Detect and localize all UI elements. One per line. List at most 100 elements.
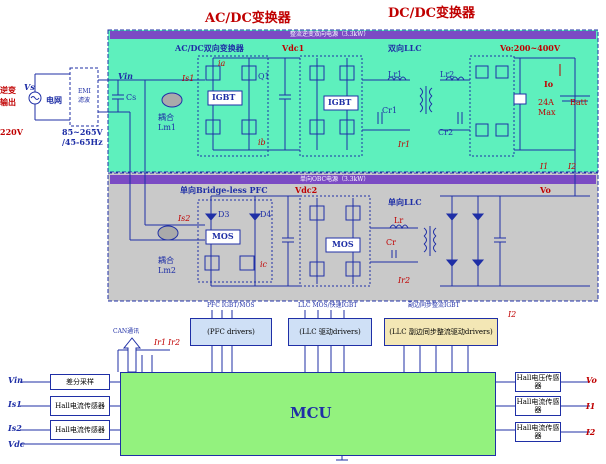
acdc-bidirectional-label: AC/DC双向变换器 bbox=[175, 43, 244, 53]
hall-voltage-box: Hall电压传感器 bbox=[515, 372, 561, 392]
mos-label-box-2 bbox=[325, 237, 361, 253]
inverter-output-label: 逆变 bbox=[0, 85, 16, 95]
batt-label: Batt bbox=[570, 98, 588, 107]
mcu-label: MCU bbox=[290, 404, 332, 422]
i1-label: I1 bbox=[540, 162, 549, 171]
mos-label-box-1 bbox=[205, 229, 241, 245]
hall-current-label-3: Hall电流传感器 bbox=[516, 398, 560, 414]
hall-current-label-4: Hall电流传感器 bbox=[516, 424, 560, 440]
left-is1-label: Is1 bbox=[8, 399, 22, 409]
diff-sampling-label: 差分采样 bbox=[66, 378, 94, 386]
d4-label: D4 bbox=[260, 210, 272, 219]
cr1-label: Cr1 bbox=[382, 106, 398, 115]
dcdc-converter-title: DC/DC变换器 bbox=[388, 6, 475, 21]
lm1-label: Lm1 bbox=[158, 123, 176, 132]
coupling-inductor-lm1 bbox=[161, 92, 183, 108]
vs-label: Vs bbox=[24, 82, 35, 92]
output-bridge-top bbox=[469, 55, 590, 157]
sync-drivers-label: (LLC 副边同步整流驱动drivers) bbox=[389, 328, 493, 336]
driver-i2-label: I2 bbox=[508, 310, 517, 319]
mos-label-2: MOS bbox=[332, 239, 354, 249]
top-banner-text: 整流逆变双向电源（3.3kW） bbox=[290, 31, 370, 38]
hall-current-box-4: Hall电流传感器 bbox=[515, 422, 561, 442]
right-i1-label: I1 bbox=[586, 401, 596, 411]
hall-current-label-1: Hall电流传感器 bbox=[55, 402, 105, 410]
hall-current-box-3: Hall电流传感器 bbox=[515, 396, 561, 416]
bottom-banner-text: 单向OBC电源（3.3kW） bbox=[300, 176, 370, 183]
pfc-drive-label: PFC IGBT/MOS bbox=[207, 302, 255, 309]
vdc1-label: Vdc1 bbox=[282, 43, 305, 53]
io-label: Io bbox=[544, 79, 554, 89]
bridgeless-pfc-label: 单向Bridge-less PFC bbox=[180, 185, 268, 195]
pfc-drivers-label: (PFC drivers) bbox=[207, 328, 255, 336]
igbt-label-2: IGBT bbox=[328, 97, 352, 107]
q1-label: Q1 bbox=[258, 72, 270, 81]
ia-label: ia bbox=[218, 59, 226, 68]
emi-label-2: 滤波 bbox=[78, 97, 91, 104]
output-label: 输出 bbox=[0, 97, 16, 107]
input-wiring bbox=[28, 67, 205, 241]
driver-wiring bbox=[20, 310, 590, 445]
igbt-label-box-2 bbox=[323, 95, 359, 111]
unidirectional-llc-label: 单向LLC bbox=[388, 197, 422, 207]
coupling-label-2: 耦合 bbox=[158, 256, 174, 265]
vdc2-label: Vdc2 bbox=[295, 185, 318, 195]
hall-current-box-1: Hall电流传感器 bbox=[50, 396, 110, 416]
voltage-220-label: 220V bbox=[0, 127, 23, 137]
coupling-label-1: 耦合 bbox=[158, 113, 174, 122]
grid-label: 电网 bbox=[46, 95, 62, 105]
lr2-label: Lr2 bbox=[440, 70, 455, 79]
emi-label-1: EMI bbox=[78, 88, 91, 95]
left-is2-label: Is2 bbox=[8, 423, 22, 433]
max-current-label: 24A bbox=[538, 98, 554, 107]
cr2-label: Cr2 bbox=[438, 128, 454, 137]
mos-label-1: MOS bbox=[212, 231, 234, 241]
igbt-label-1: IGBT bbox=[212, 92, 236, 102]
can-label: CAN通讯 bbox=[113, 328, 140, 335]
is1-label: Is1 bbox=[182, 74, 195, 83]
igbt-label-box-1 bbox=[207, 90, 243, 106]
sync-drivers-box: (LLC 副边同步整流驱动drivers) bbox=[384, 318, 498, 346]
ir2-label: Ir2 bbox=[398, 276, 411, 285]
i2-label: I2 bbox=[568, 162, 577, 171]
is2-label: Is2 bbox=[178, 214, 191, 223]
ir1-label: Ir1 bbox=[398, 140, 411, 149]
vo-range-label: Vo:200~400V bbox=[500, 43, 561, 53]
igbt-bridge-1 bbox=[197, 55, 300, 157]
hall-current-box-2: Hall电流传感器 bbox=[50, 420, 110, 440]
right-vo-label: Vo bbox=[586, 375, 597, 385]
sync-drive-label: 副边同步整流IGBT bbox=[408, 302, 460, 309]
hall-current-label-2: Hall电流传感器 bbox=[55, 426, 105, 434]
llc-bridge-bottom bbox=[299, 195, 590, 287]
cs-label: Cs bbox=[126, 93, 137, 102]
llc-tank-top bbox=[377, 76, 470, 131]
d3-label: D3 bbox=[218, 210, 230, 219]
llc-drive-label: LLC MOS/快速IGBT bbox=[298, 302, 358, 309]
acdc-converter-title: AC/DC变换器 bbox=[205, 11, 291, 26]
cr-label: Cr bbox=[386, 238, 396, 247]
mcu-ir2-label: Ir2 bbox=[168, 338, 181, 347]
can-bus-arrow bbox=[122, 337, 142, 373]
lr-label: Lr bbox=[394, 216, 404, 225]
left-vdc-label: Vdc bbox=[8, 439, 25, 449]
right-i2-label: I2 bbox=[586, 427, 596, 437]
lr1-label: Lr1 bbox=[388, 70, 403, 79]
ib-label: ib bbox=[258, 138, 266, 147]
lm2-label: Lm2 bbox=[158, 266, 176, 275]
mcu-block bbox=[120, 372, 496, 456]
coupling-inductor-lm2 bbox=[157, 225, 179, 241]
dc-link-cap-1 bbox=[279, 58, 291, 150]
llc-drivers-box: (LLC 驱动drivers) bbox=[288, 318, 372, 346]
hall-voltage-label: Hall电压传感器 bbox=[516, 374, 560, 390]
top-banner-bar bbox=[110, 31, 596, 39]
vo-label: Vo bbox=[540, 185, 551, 195]
pfc-drivers-box: (PFC drivers) bbox=[190, 318, 272, 346]
diff-sampling-box: 差分采样 bbox=[50, 374, 110, 390]
bidirectional-llc-label: 双向LLC bbox=[388, 43, 422, 53]
max-label: Max bbox=[538, 108, 556, 117]
vin-range-label: 85~265V bbox=[62, 127, 103, 137]
mcu-ir1-label: Ir1 bbox=[154, 338, 167, 347]
left-vin-label: Vin bbox=[8, 375, 23, 385]
bottom-banner-bar bbox=[110, 175, 596, 184]
